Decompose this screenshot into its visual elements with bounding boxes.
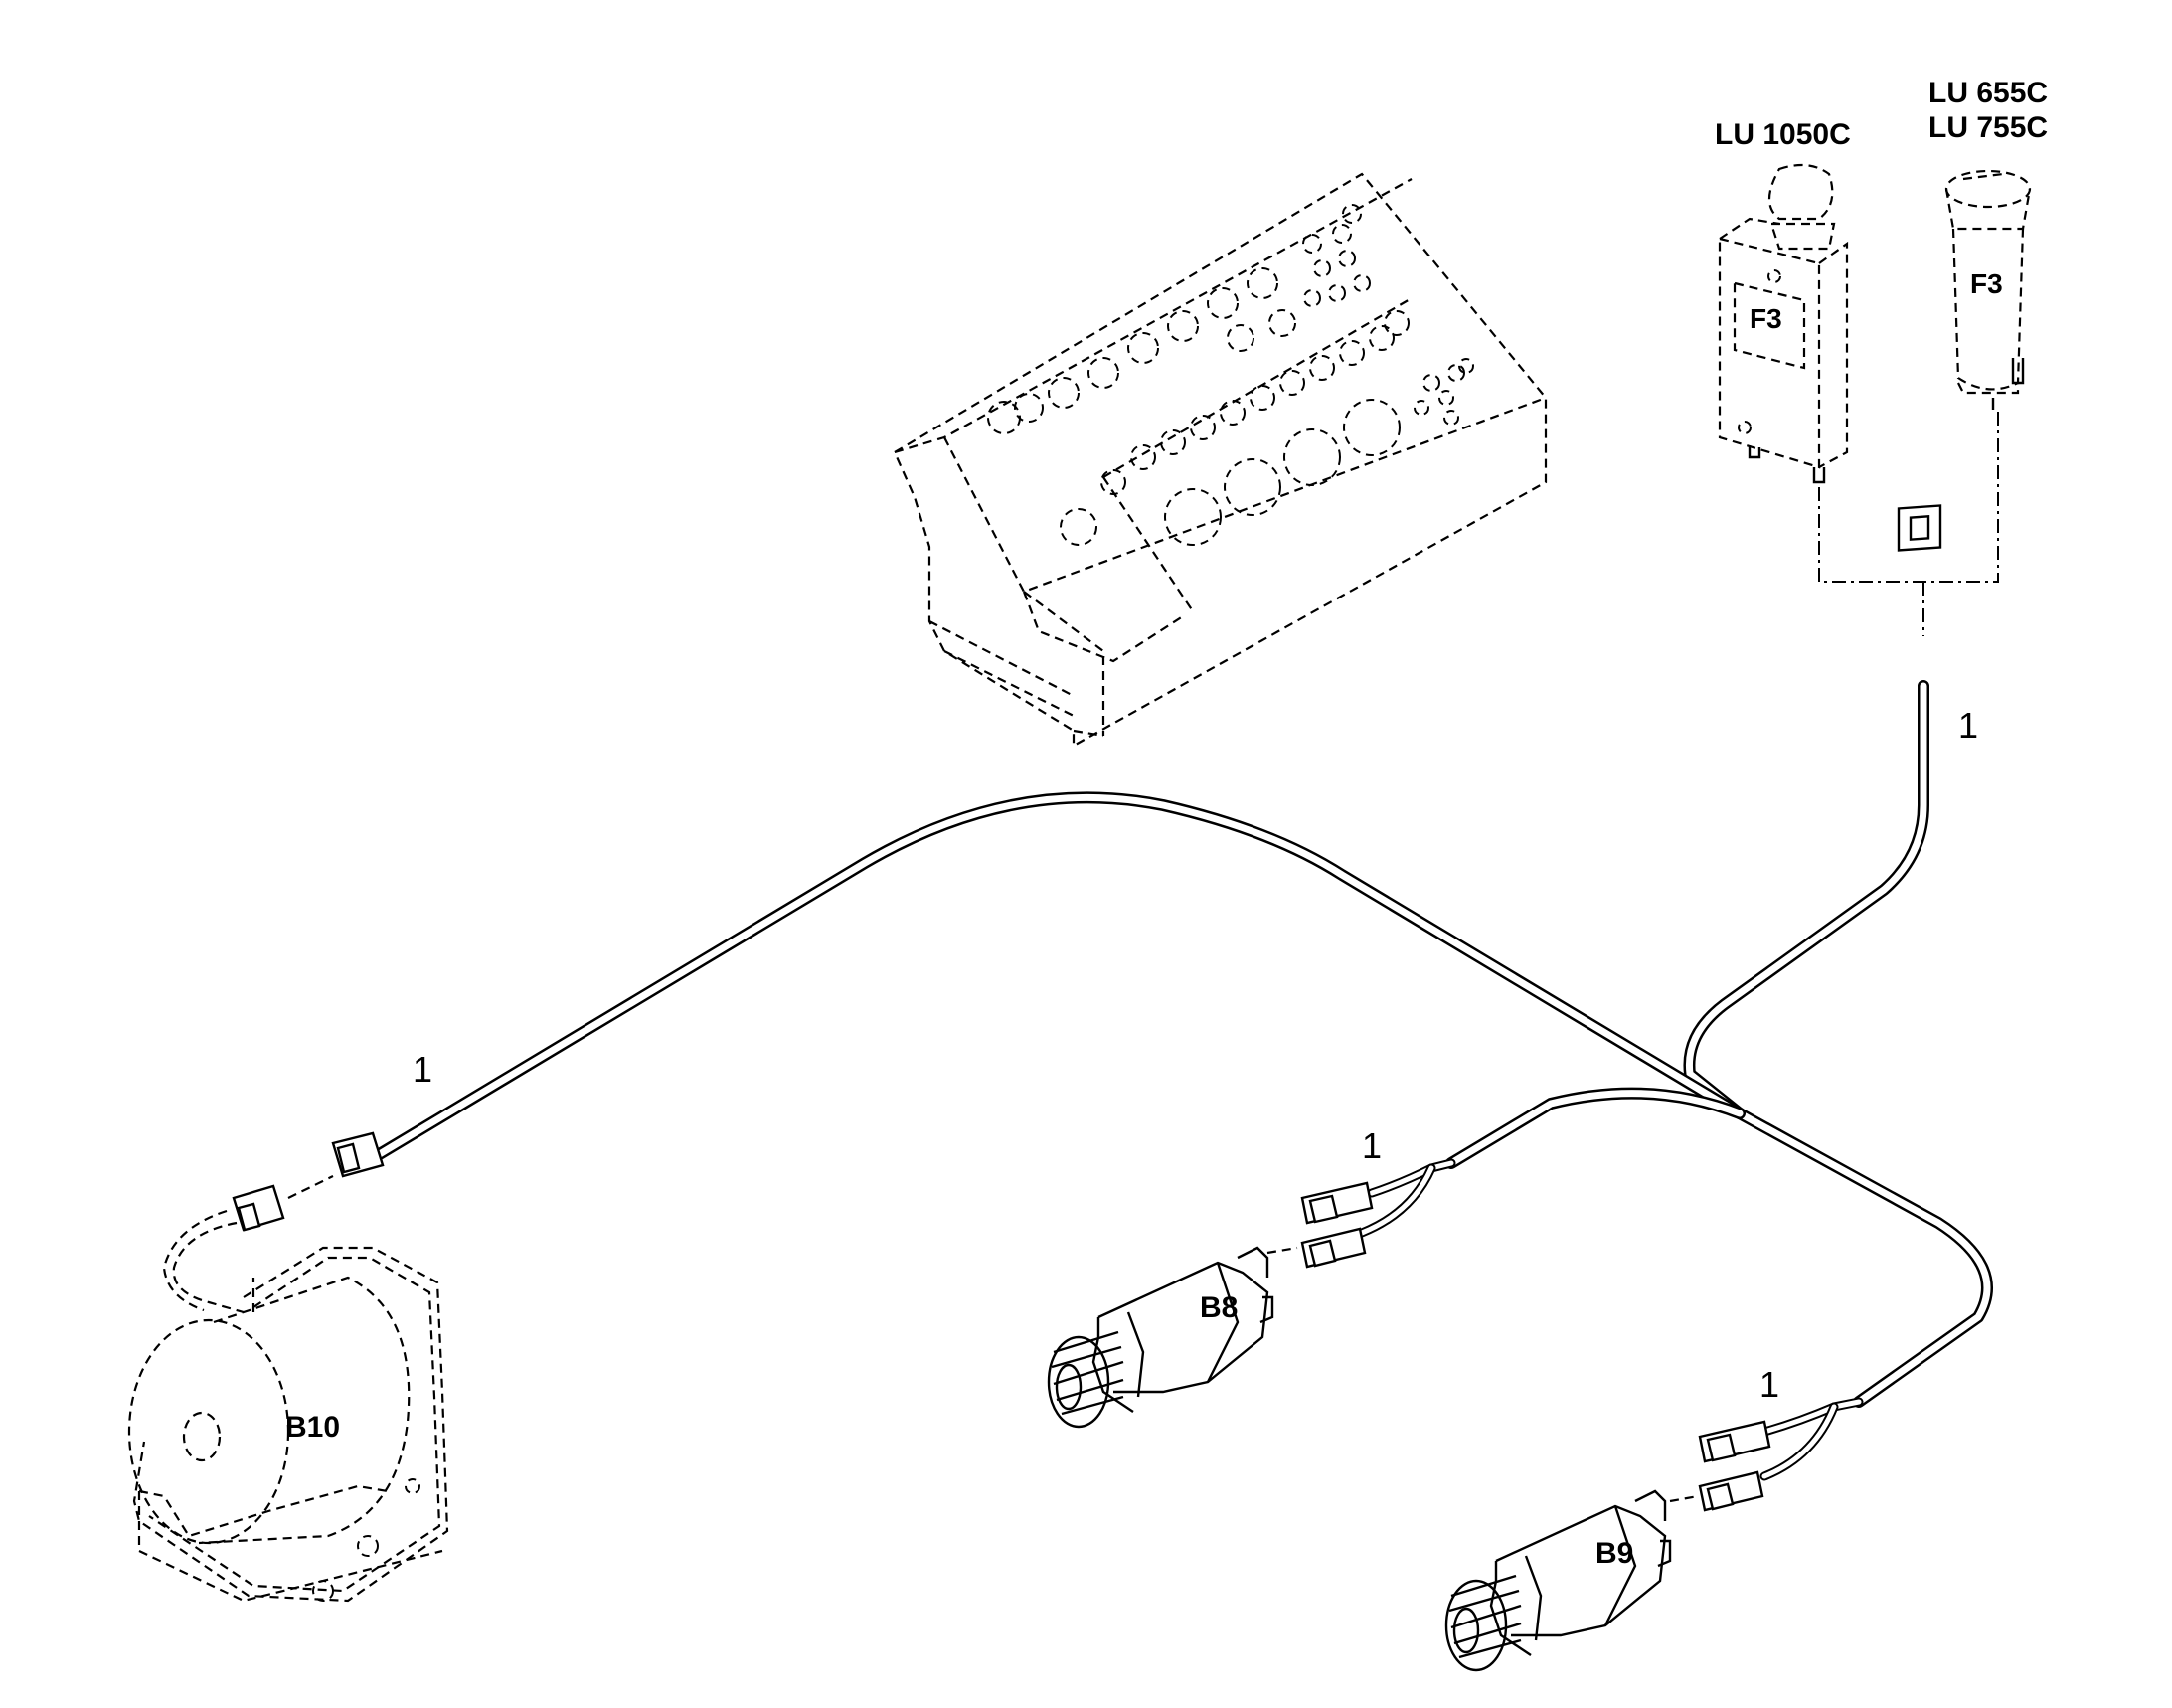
pressure-sensor-b8 (1047, 1246, 1274, 1429)
connector-top (1897, 504, 1942, 552)
sensor-label-b9: B9 (1595, 1537, 1633, 1570)
callout-item-b9: 1 (1759, 1364, 1779, 1405)
buzzer-b10 (127, 1246, 449, 1603)
sensor-label-b8: B8 (1200, 1291, 1238, 1324)
callout-item-b8: 1 (1362, 1125, 1382, 1166)
fuse-label-left: F3 (1750, 303, 1782, 334)
variant-label-lu655c: LU 655C (1928, 77, 2048, 109)
harness-cables (367, 680, 1993, 1408)
instrument-panel (893, 172, 1548, 748)
fuse-f3-breaker (1718, 163, 1849, 484)
variant-label-lu755c: LU 755C (1928, 111, 2048, 144)
connector-b9 (1669, 1397, 1864, 1512)
fuse-f3-holder (1944, 169, 2032, 410)
callout-item-top-right: 1 (1958, 705, 1978, 746)
connector-left (162, 1131, 385, 1314)
fuse-leaders (1818, 408, 1999, 636)
variant-label-lu1050c: LU 1050C (1715, 118, 1851, 151)
connector-b8 (1266, 1158, 1456, 1269)
buzzer-label: B10 (285, 1411, 340, 1444)
fuse-label-right: F3 (1970, 268, 2003, 299)
callout-item-left: 1 (413, 1049, 432, 1090)
pressure-sensor-b9 (1444, 1489, 1672, 1672)
